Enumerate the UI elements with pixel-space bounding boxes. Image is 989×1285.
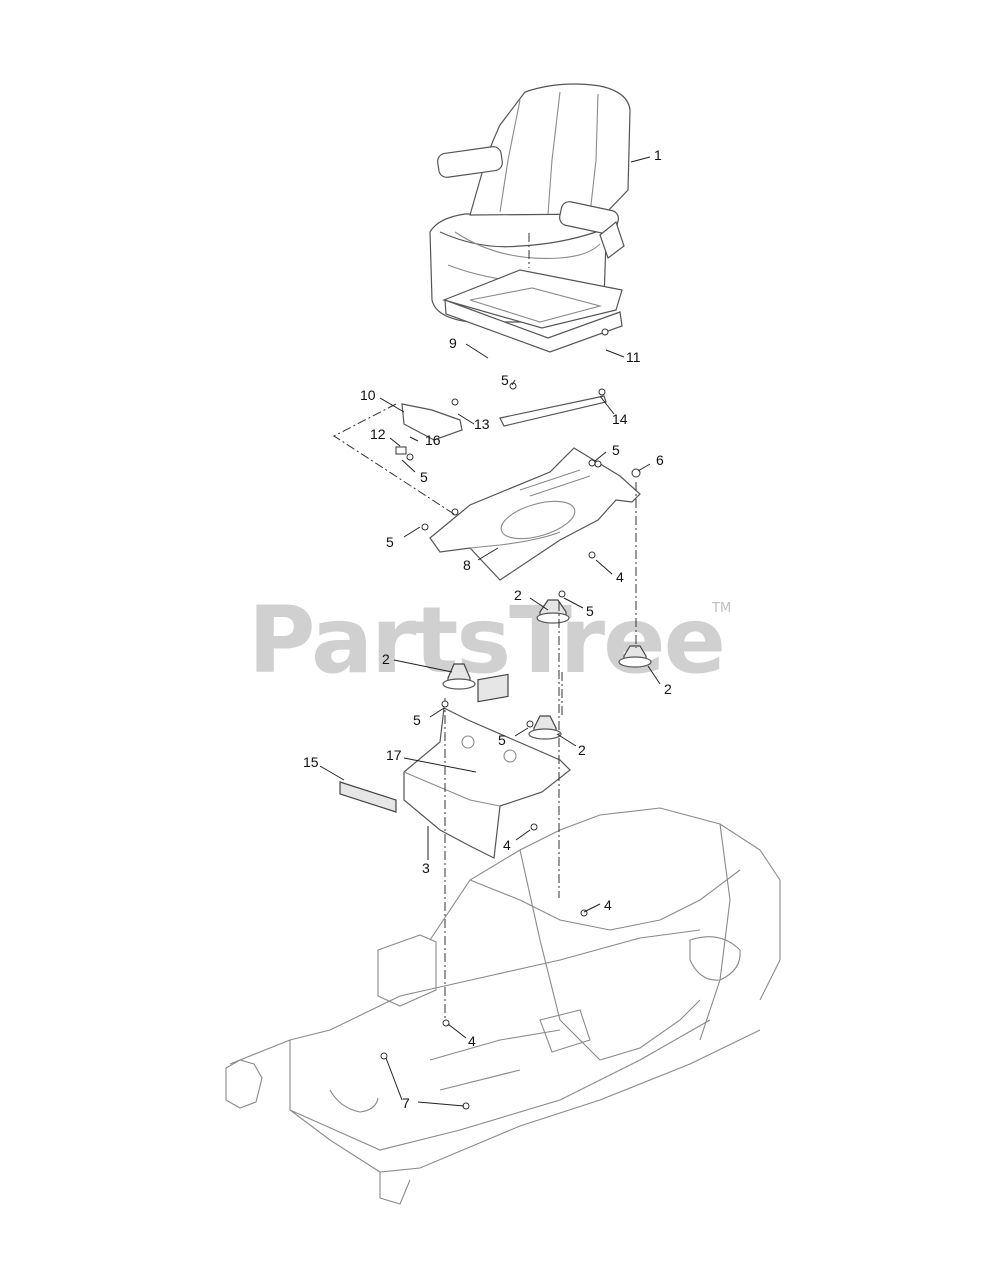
callout-5-pan: 5 xyxy=(501,372,509,388)
isolator-mount-c xyxy=(618,645,652,668)
logo-decal xyxy=(339,781,397,813)
callout-5-center: 5 xyxy=(498,732,506,748)
seat-slide-pan xyxy=(442,269,623,427)
spring-hardware xyxy=(395,446,407,455)
callout-10: 10 xyxy=(360,387,376,403)
callout-16: 16 xyxy=(425,432,441,448)
latch-bracket xyxy=(395,403,463,461)
callout-2-center: 2 xyxy=(578,742,586,758)
callout-4-console: 4 xyxy=(503,837,511,853)
callout-4-plate: 4 xyxy=(616,569,624,585)
decal-panel xyxy=(477,673,509,703)
callout-5-latch: 5 xyxy=(420,469,428,485)
seat-mount-plate xyxy=(429,447,641,581)
callout-11: 11 xyxy=(626,349,641,365)
callout-3: 3 xyxy=(422,860,430,876)
callout-1: 1 xyxy=(654,147,662,163)
assembly-lines xyxy=(333,233,637,1022)
callout-13: 13 xyxy=(474,416,490,432)
callout-17: 17 xyxy=(386,747,402,763)
callout-5-top: 5 xyxy=(586,603,594,619)
callout-5-left: 5 xyxy=(386,534,394,550)
callout-12: 12 xyxy=(370,426,386,442)
seat-base-console xyxy=(403,673,571,859)
callout-labels: 1 9 11 5 10 13 14 12 16 5 5 6 5 8 4 2 5 … xyxy=(303,147,672,1111)
isolator-mount-d xyxy=(528,715,562,740)
callout-2-right: 2 xyxy=(664,681,672,697)
callout-8: 8 xyxy=(463,557,471,573)
mower-frame xyxy=(225,807,781,1205)
callout-6: 6 xyxy=(656,452,664,468)
callout-9: 9 xyxy=(449,335,457,351)
leader-lines xyxy=(319,156,661,1107)
callout-4-lower: 4 xyxy=(468,1033,476,1049)
callout-14: 14 xyxy=(612,411,628,427)
callout-4-frame: 4 xyxy=(604,897,612,913)
callout-7: 7 xyxy=(402,1095,410,1111)
watermark-text: PartsTree xyxy=(248,587,724,694)
callout-15: 15 xyxy=(303,754,319,770)
callout-5-mid: 5 xyxy=(413,712,421,728)
callout-2-top: 2 xyxy=(514,587,522,603)
callout-2-left: 2 xyxy=(382,651,390,667)
callout-5-plate: 5 xyxy=(612,442,620,458)
isolator-mount-b xyxy=(442,663,476,690)
watermark-trademark: TM xyxy=(711,601,731,616)
